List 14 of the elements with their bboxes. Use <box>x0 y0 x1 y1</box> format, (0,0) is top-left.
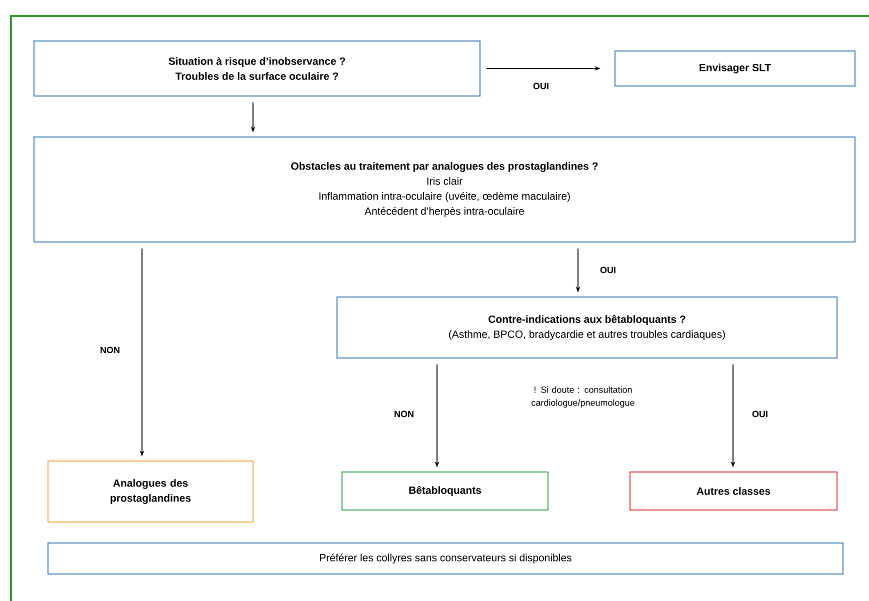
flow-box: Obstacles au traitement par analogues des prostaglandines ? Iris clair Inflammation intra-oculaire (uvéite, œdème maculaire) Antécédent d’herpès intra-oculaire <box>34 136 856 242</box>
flow-box: Analogues des prostaglandines <box>48 460 254 522</box>
edge-label: OUI <box>533 82 548 90</box>
edge-label: OUI <box>752 410 768 418</box>
flow-box: Envisager SLT <box>614 50 856 86</box>
note: ! Si doute : consultation cardiologue/pneumologue <box>532 386 634 408</box>
edge-label: NON <box>394 410 414 418</box>
edge-label: OUI <box>600 266 616 274</box>
flow-box: Préférer les collyres sans conservateurs si disponibles <box>48 542 844 574</box>
flow-box: Situation à risque d’inobservance ? Troubles de la surface oculaire ? <box>34 40 480 96</box>
flow-box: Contre-indications aux bêtabloquants ? (Asthme, BPCO, bradycardie et autres troubles cardiaques) <box>336 296 838 358</box>
flow-box: Autres classes <box>630 471 838 510</box>
edge-label: NON <box>100 346 120 354</box>
flow-box: Bêtabloquants <box>342 471 548 510</box>
